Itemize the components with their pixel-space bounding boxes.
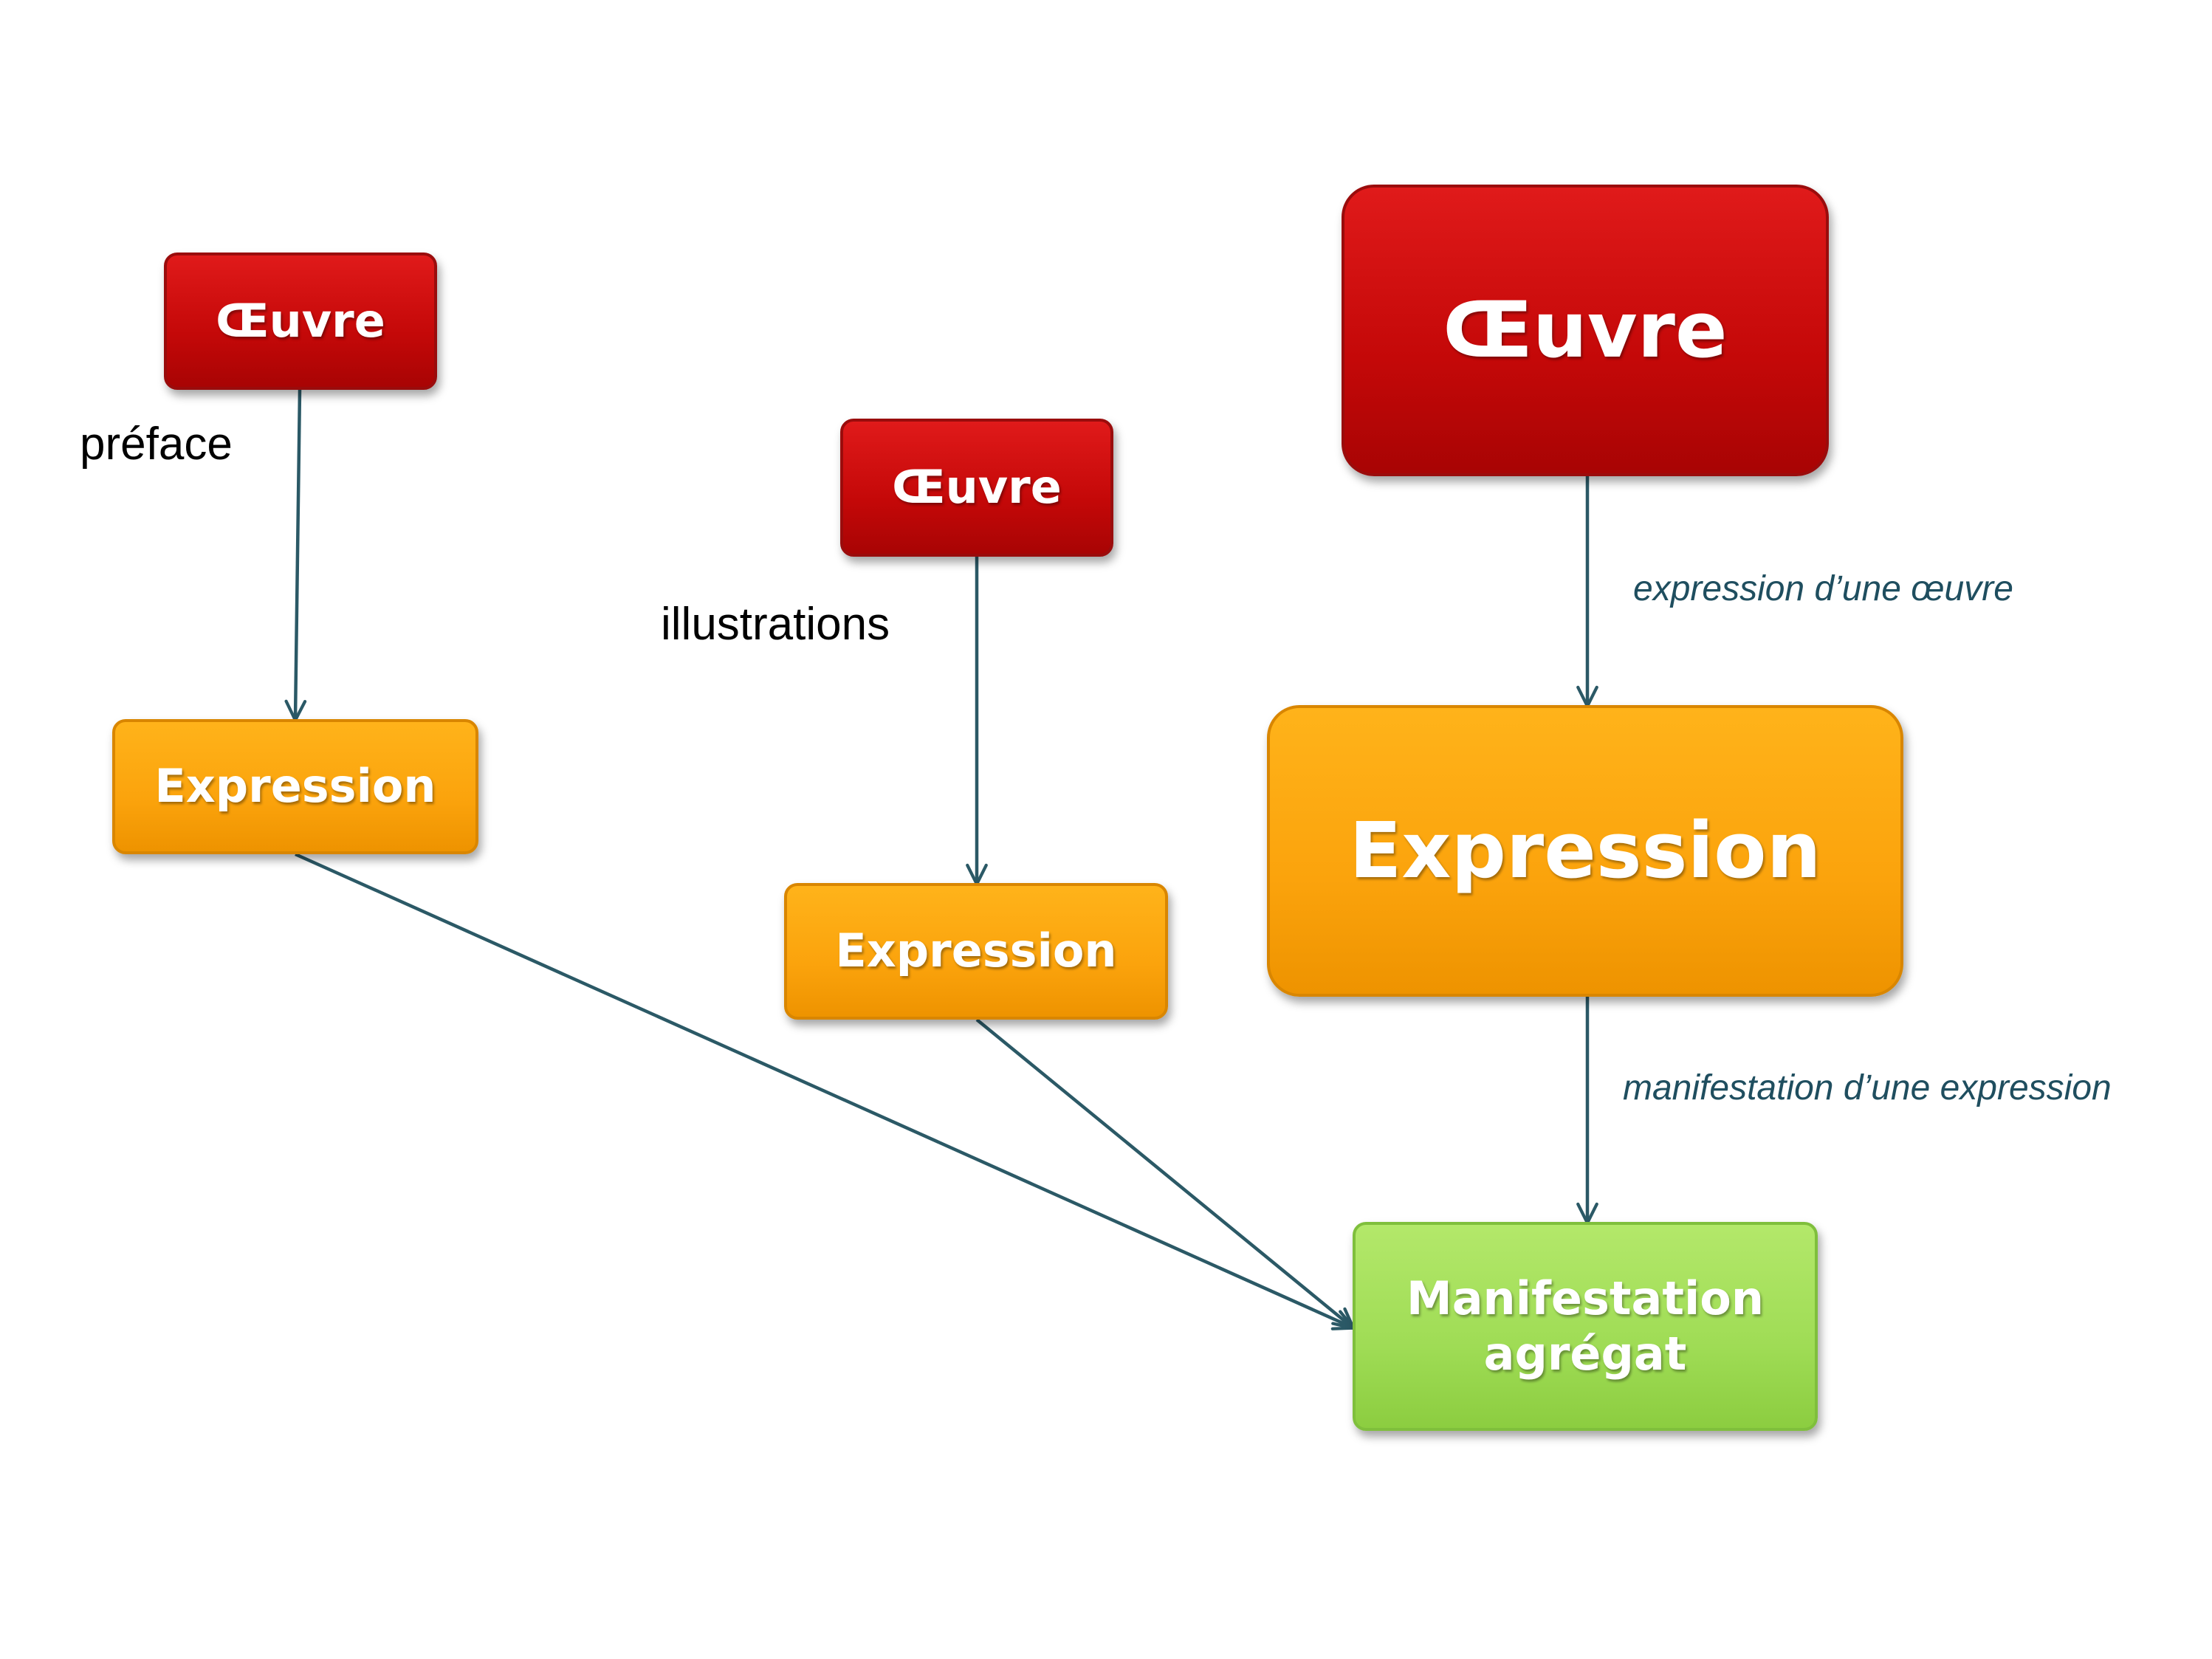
manifestation-aggregate-node: Manifestation agrégat [1353, 1222, 1818, 1431]
oeuvre-node-illustrations: Œuvre [840, 419, 1113, 557]
oeuvre-node-preface: Œuvre [164, 253, 437, 390]
relation-label-manifestation: manifestation d’une expression [1623, 1068, 2112, 1107]
oeuvre-node-main: Œuvre [1342, 185, 1829, 476]
preface-label: préface [80, 419, 233, 470]
relation-label-expression: expression d’une œuvre [1633, 569, 2013, 608]
arrow-expression2-manifestation [975, 1018, 1356, 1330]
expression-node-main: Expression [1267, 705, 1903, 997]
arrow-expression1-manifestation [295, 852, 1356, 1330]
expression-node-illustrations: Expression [784, 883, 1168, 1020]
expression-node-preface: Expression [112, 719, 478, 854]
arrow-oeuvre1-expression1 [284, 389, 307, 722]
illustrations-label: illustrations [661, 599, 890, 650]
